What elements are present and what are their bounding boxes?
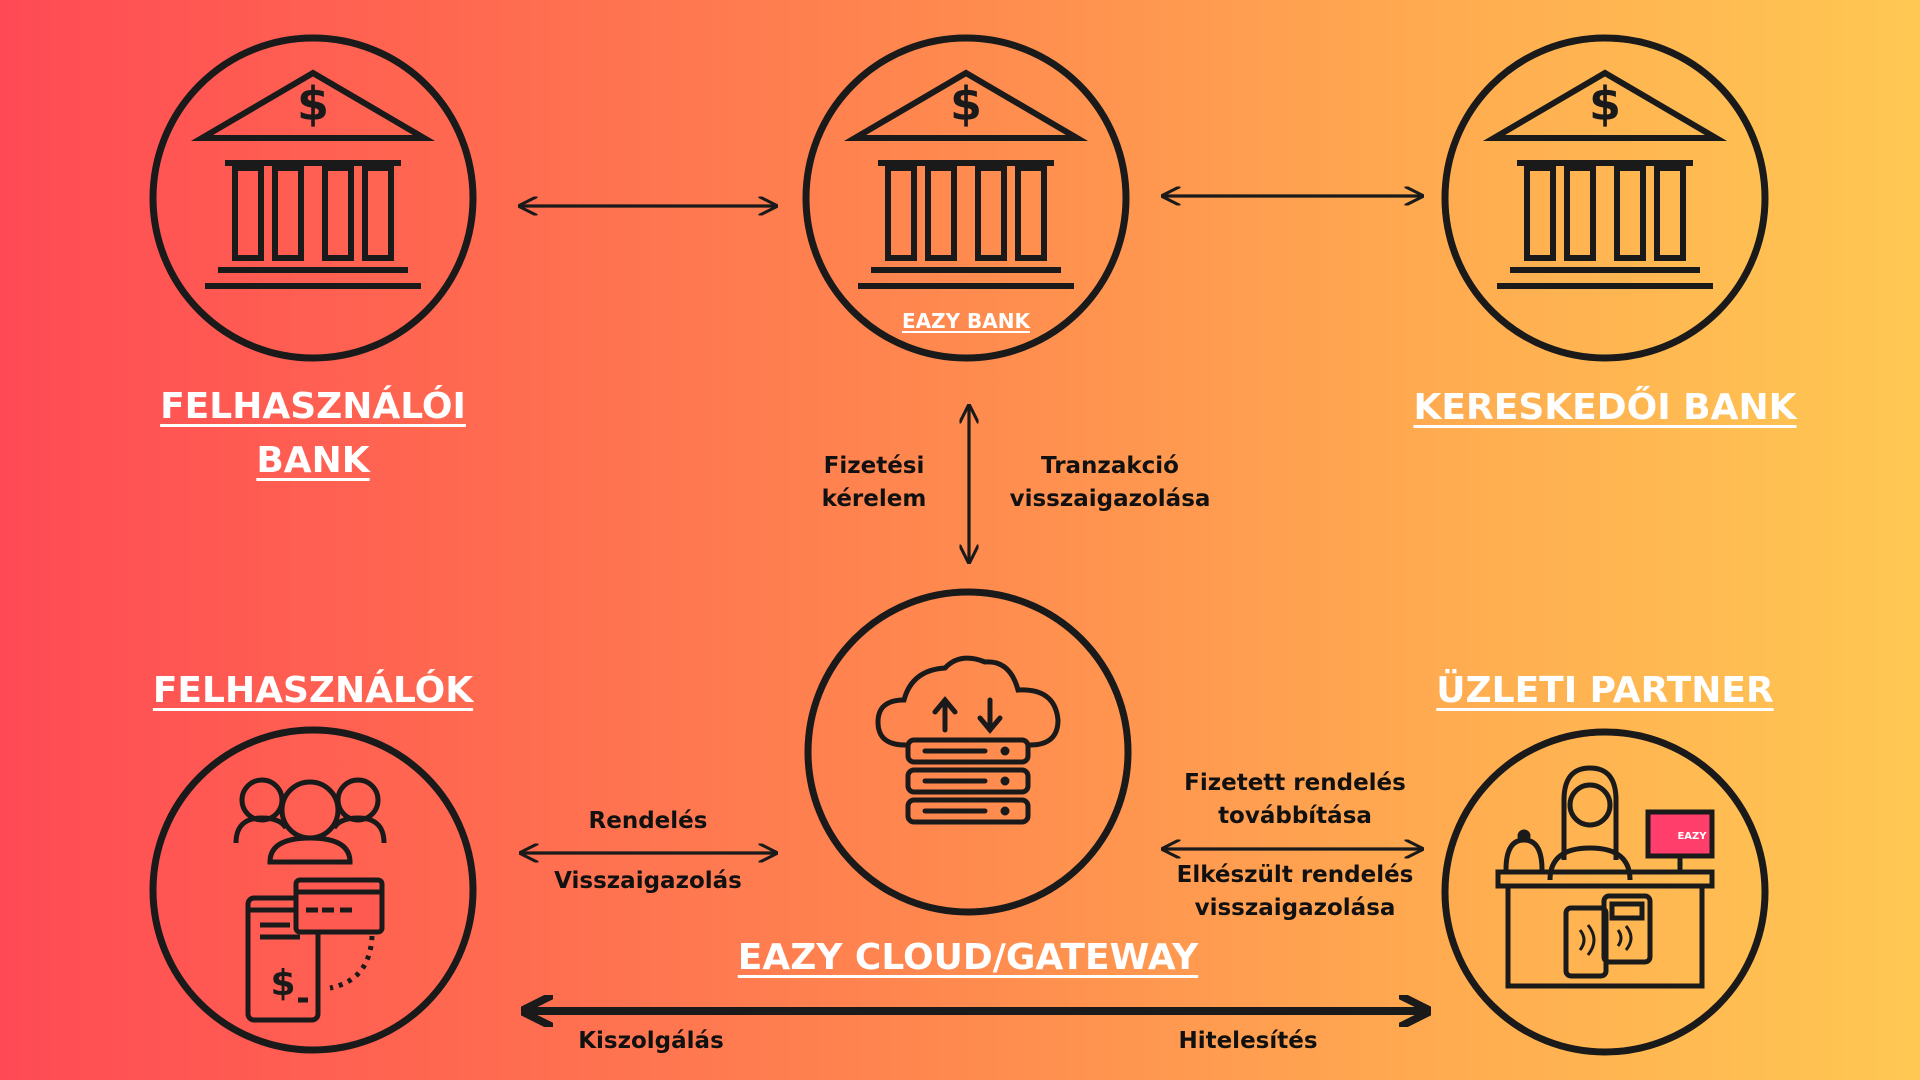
completed-order-confirmation-line2: visszaigazolása [1194, 895, 1396, 921]
bank-icon [1494, 73, 1716, 286]
paid-order-forward-label: Fizetett rendelés továbbítása [1160, 767, 1430, 833]
business-partner-title: ÜZLETI PARTNER [1436, 670, 1774, 711]
svg-text:$: $ [270, 963, 295, 1004]
completed-order-confirmation-label: Elkészült rendelés visszaigazolása [1150, 859, 1440, 925]
eazy-bank-node [802, 34, 1130, 362]
cloud-server-icon [875, 655, 1061, 825]
service-label: Kiszolgálás [578, 1028, 724, 1054]
bank-icon [855, 73, 1077, 286]
gateway-node [804, 588, 1132, 916]
user-bank-title-line1: FELHASZNÁLÓI [160, 386, 466, 427]
completed-order-confirmation-line1: Elkészült rendelés [1176, 862, 1414, 888]
people-group-icon [233, 777, 387, 865]
merchant-bank-node [1441, 34, 1769, 362]
user-bank-title: FELHASZNÁLÓI BANK [113, 380, 513, 488]
users-node: $ [149, 726, 477, 1054]
payment-request-label: Fizetési kérelem [774, 450, 974, 516]
payment-request-line2: kérelem [821, 486, 927, 512]
phone-payment-icon: $ [245, 877, 385, 1023]
confirmation-label: Visszaigazolás [554, 868, 742, 894]
paid-order-forward-line2: továbbítása [1218, 803, 1372, 829]
transaction-confirmation-line1: Tranzakció [1041, 453, 1179, 479]
payment-request-line1: Fizetési [823, 453, 925, 479]
eazy-screen-text: EAZY [1677, 831, 1707, 842]
authentication-label: Hitelesítés [1178, 1028, 1318, 1054]
bank-icon [202, 73, 424, 286]
cashier-counter-icon [1495, 765, 1715, 989]
transaction-confirmation-label: Tranzakció visszaigazolása [990, 450, 1230, 516]
user-bank-node [149, 34, 477, 362]
user-bank-title-line2: BANK [256, 440, 370, 481]
order-label: Rendelés [588, 808, 708, 834]
users-title: FELHASZNÁLÓK [152, 670, 474, 711]
business-partner-node: EAZY [1441, 728, 1769, 1056]
eazy-bank-label: EAZY BANK [901, 309, 1031, 333]
paid-order-forward-line1: Fizetett rendelés [1184, 770, 1406, 796]
transaction-confirmation-line2: visszaigazolása [1009, 486, 1211, 512]
gateway-title: EAZY CLOUD/GATEWAY [737, 937, 1199, 978]
merchant-bank-title: KERESKEDŐI BANK [1413, 387, 1797, 428]
